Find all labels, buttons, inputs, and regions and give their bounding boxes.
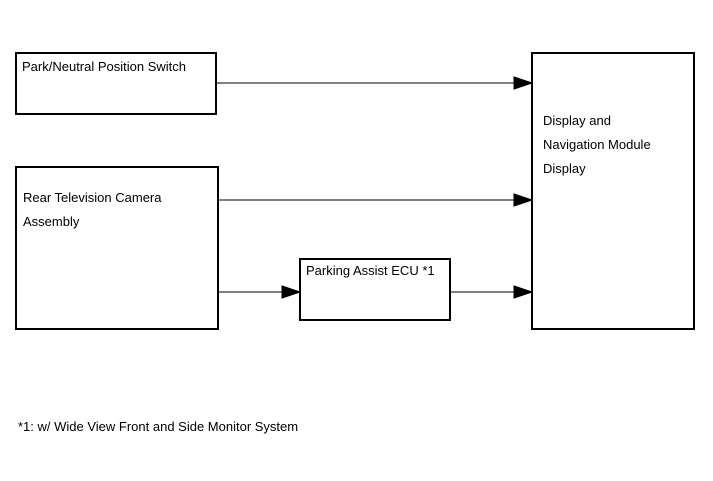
display-navigation-module-label-line1: Display and bbox=[543, 113, 611, 128]
parking-assist-ecu-block bbox=[299, 258, 451, 321]
arrowhead-ecu-to-display bbox=[513, 285, 534, 299]
arrowhead-pn-to-display bbox=[513, 76, 534, 90]
display-navigation-module-block bbox=[531, 52, 695, 330]
rear-television-camera-block bbox=[15, 166, 219, 330]
park-neutral-position-switch-block bbox=[15, 52, 217, 115]
arrowhead-camera-to-display bbox=[513, 193, 534, 207]
footnote: *1: w/ Wide View Front and Side Monitor … bbox=[18, 419, 299, 434]
display-navigation-module-label-line2: Navigation Module bbox=[543, 137, 651, 152]
rear-television-camera-label-line2: Assembly bbox=[23, 214, 80, 229]
arrowhead-camera-to-ecu bbox=[281, 285, 302, 299]
display-navigation-module-label-line3: Display bbox=[543, 161, 586, 176]
park-neutral-position-switch-label: Park/Neutral Position Switch bbox=[22, 59, 187, 74]
parking-assist-ecu-label: Parking Assist ECU *1 bbox=[306, 263, 435, 278]
rear-television-camera-label-line1: Rear Television Camera bbox=[23, 190, 162, 205]
